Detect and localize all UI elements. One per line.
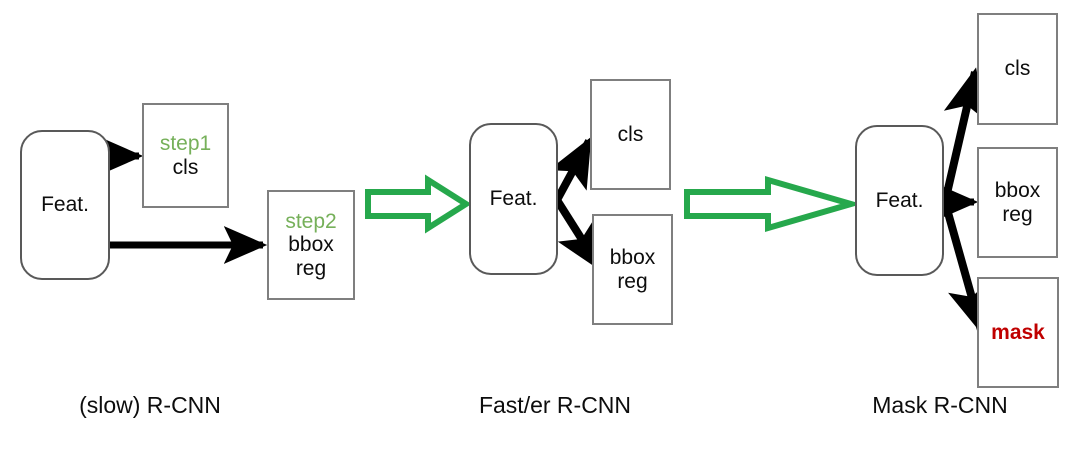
node-line-cls: cls <box>172 155 199 179</box>
node-line: Feat. <box>875 188 924 212</box>
node-mask-mask-rcnn[interactable]: mask <box>977 277 1059 388</box>
node-line-cls: cls <box>617 122 644 146</box>
node-feat-mask-rcnn[interactable]: Feat. <box>855 125 944 276</box>
arrow-feat-to-mask-p3 <box>941 200 990 335</box>
arrow-feat-to-cls-p3 <box>941 67 986 203</box>
node-line-mask: mask <box>991 320 1045 344</box>
caption-faster-rcnn: Fast/er R-CNN <box>478 392 632 418</box>
arrow-feat-to-cls-p2 <box>548 136 593 202</box>
node-line-bbox: bbox <box>288 233 334 257</box>
node-line: Feat. <box>489 187 538 211</box>
node-cls-slow-rcnn[interactable]: step1 cls <box>142 103 229 208</box>
node-line-reg: reg <box>295 256 327 280</box>
node-line-step1: step1 <box>159 131 212 155</box>
green-transition-arrow-1 <box>365 174 472 234</box>
caption-mask-rcnn: Mask R-CNN <box>872 392 1008 418</box>
node-line-cls: cls <box>1004 57 1031 81</box>
node-line: Feat. <box>41 193 89 217</box>
green-transition-arrow-2 <box>684 176 862 232</box>
node-bbox-reg-slow-rcnn[interactable]: step2 bbox reg <box>267 190 355 300</box>
node-line-reg: reg <box>617 269 648 293</box>
node-line-bbox: bbox <box>609 245 656 269</box>
node-bbox-reg-mask-rcnn[interactable]: bbox reg <box>977 147 1058 258</box>
node-feat-slow-rcnn[interactable]: Feat. <box>20 130 110 280</box>
node-line-bbox: bbox <box>994 178 1041 202</box>
node-feat-faster-rcnn[interactable]: Feat. <box>469 123 558 275</box>
node-cls-faster-rcnn[interactable]: cls <box>590 79 671 190</box>
node-cls-mask-rcnn[interactable]: cls <box>977 13 1058 125</box>
node-line-reg: reg <box>1002 202 1033 226</box>
node-line-step2: step2 <box>285 209 337 233</box>
node-bbox-reg-faster-rcnn[interactable]: bbox reg <box>592 214 673 325</box>
caption-slow-rcnn: (slow) R-CNN <box>79 392 221 418</box>
